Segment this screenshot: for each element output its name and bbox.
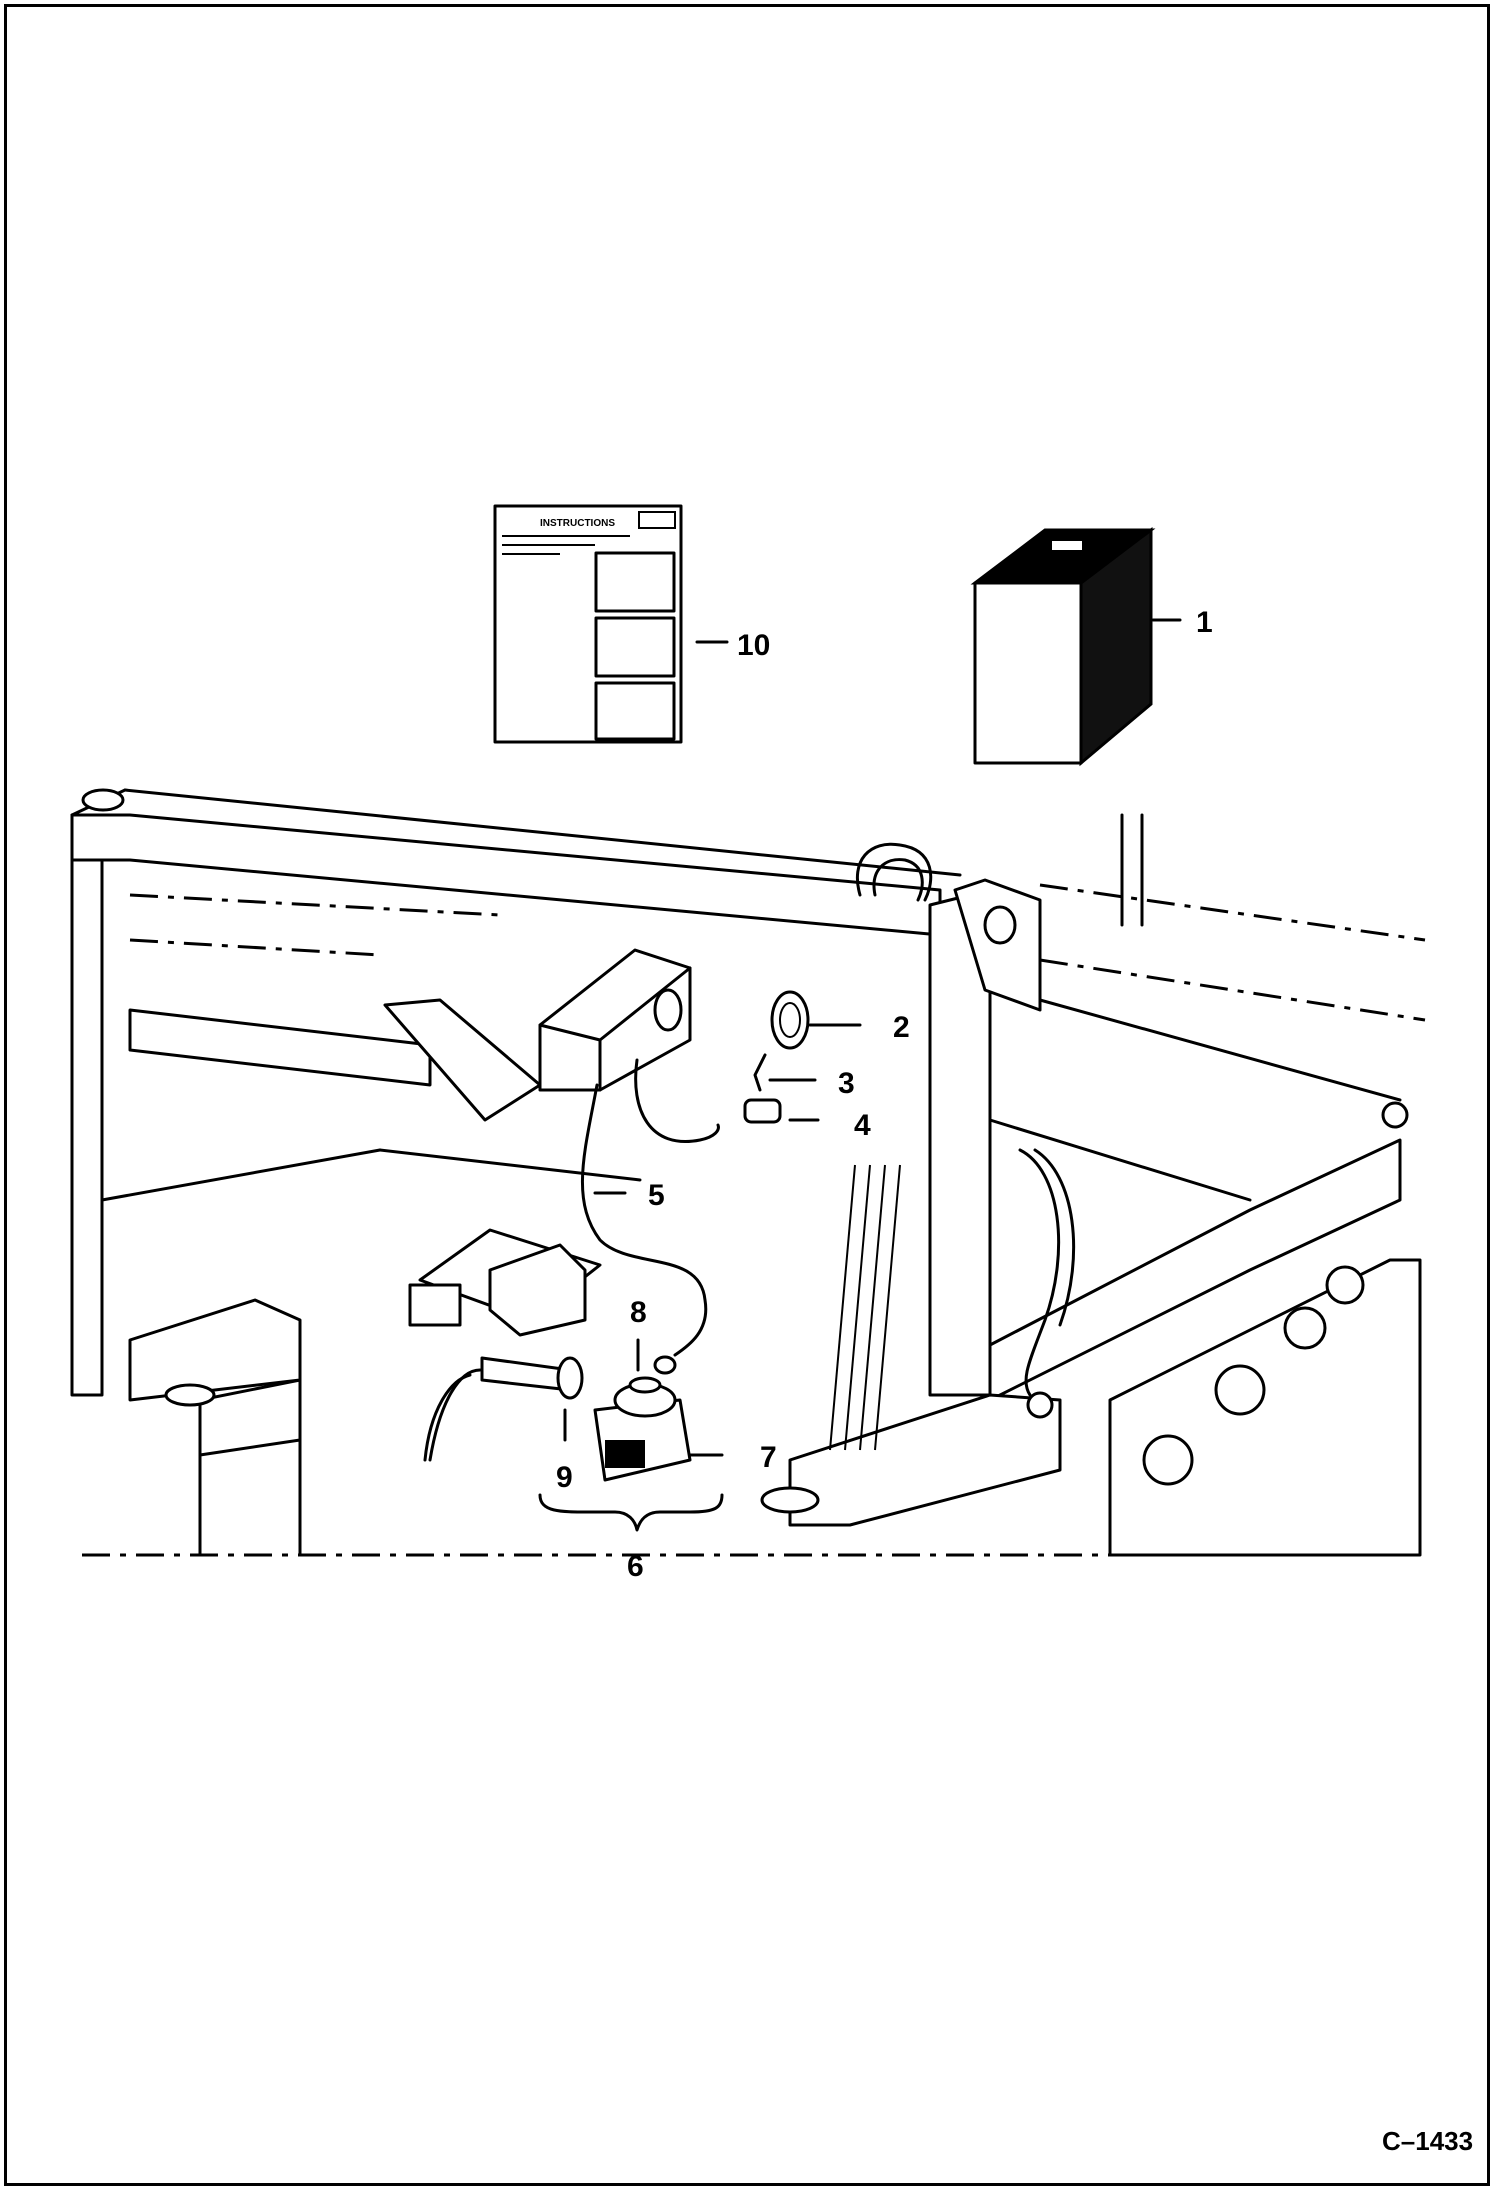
callout-9: 9: [556, 1461, 573, 1494]
callout-6: 6: [627, 1550, 644, 1583]
page-frame: [4, 4, 1490, 2186]
callout-5: 5: [648, 1179, 665, 1212]
callout-7: 7: [760, 1441, 777, 1474]
instruction-sheet-heading: INSTRUCTIONS: [540, 518, 615, 529]
callout-3: 3: [838, 1067, 855, 1100]
callout-8: 8: [630, 1296, 647, 1329]
horn-switch-parts: [408, 990, 810, 1482]
callout-4: 4: [854, 1109, 871, 1142]
leader-lines: [538, 618, 1182, 1532]
figure-code: C–1433: [1382, 2126, 1473, 2156]
instruction-sheet: INSTRUCTIONS: [493, 504, 683, 744]
horn-kit-box: [970, 526, 1156, 767]
callout-1: 1: [1196, 606, 1213, 639]
machine-frame: [70, 788, 1426, 1557]
callout-labels: 1 2 3 4 5 6 7 8 9 10: [556, 606, 1213, 1583]
callout-2: 2: [893, 1011, 910, 1044]
callout-10: 10: [737, 629, 770, 662]
